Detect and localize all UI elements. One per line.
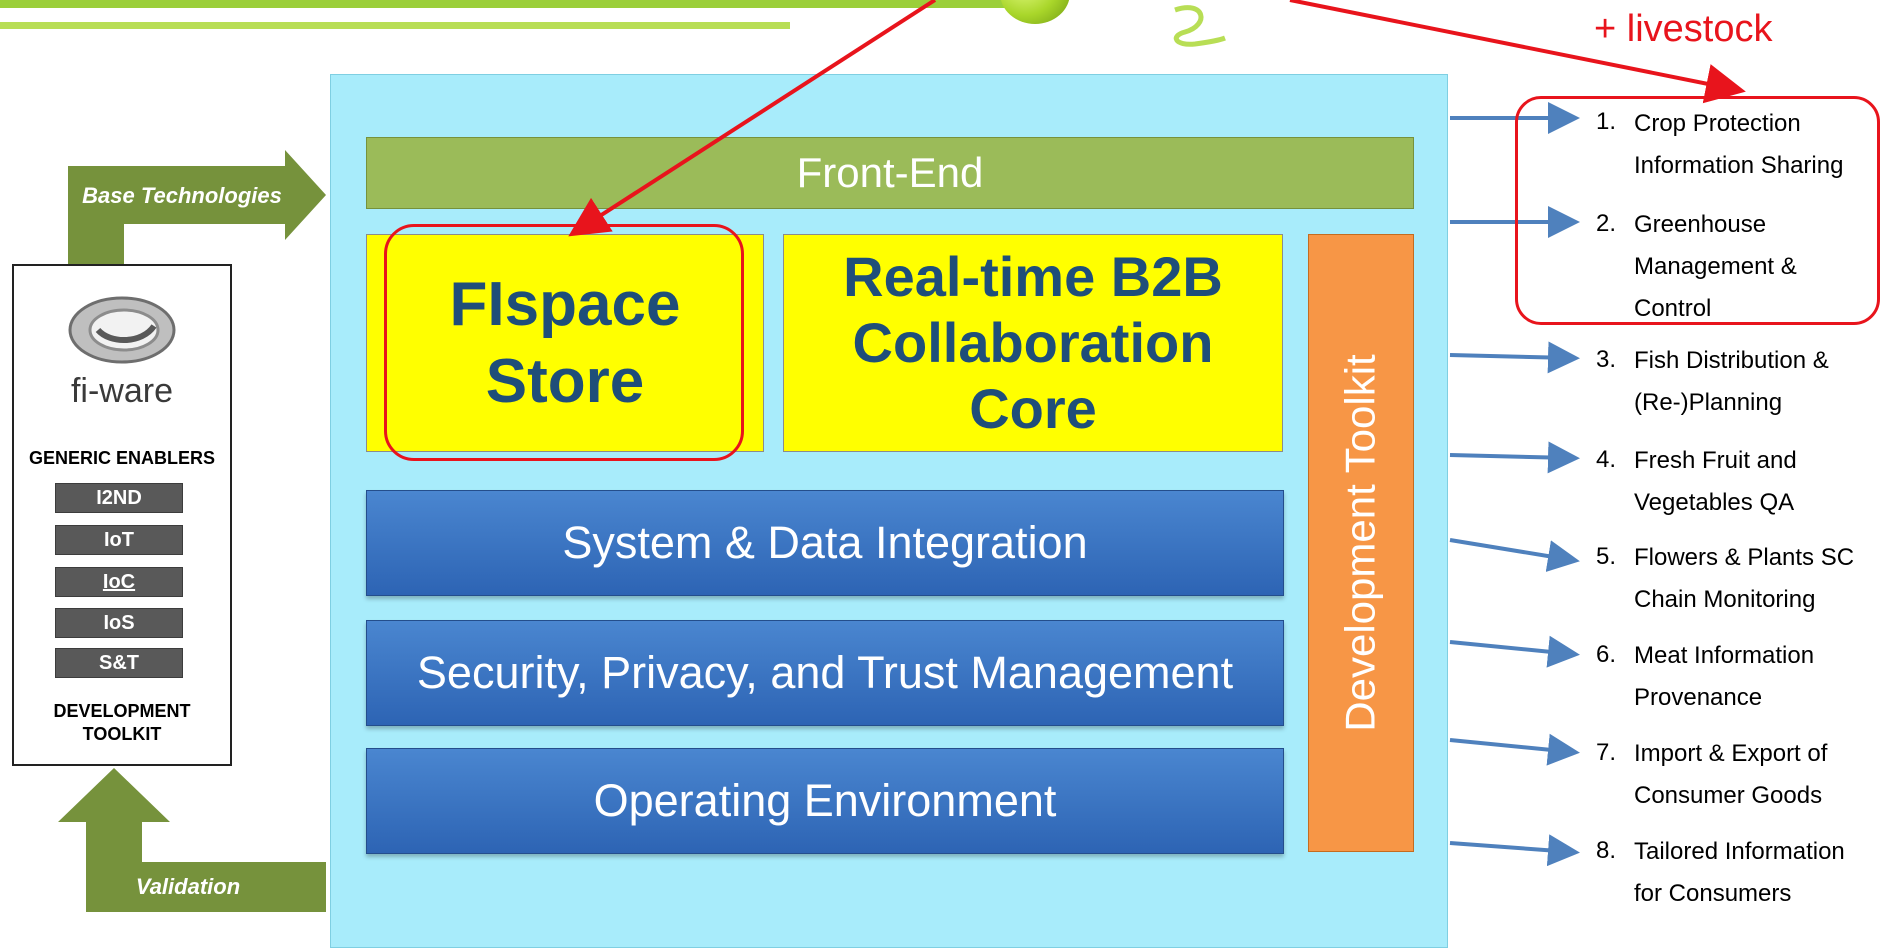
- generic-enablers-title: GENERIC ENABLERS: [28, 448, 216, 468]
- fiware-logo-icon: [68, 296, 176, 364]
- development-toolkit-bar: [1308, 234, 1414, 852]
- use-case-3-text: Fish Distribution & (Re-)Planning: [1634, 347, 1829, 416]
- fiware-logo-text: fi-ware: [70, 372, 174, 410]
- use-case-highlight: [1515, 96, 1880, 325]
- front-end-layer: Front-End: [366, 137, 1414, 209]
- swirl-icon: [1173, 5, 1226, 47]
- security-privacy-trust-layer: Security, Privacy, and Trust Management: [366, 620, 1284, 726]
- fiware-development-toolkit-label: DEVELOPMENT TOOLKIT: [53, 701, 191, 744]
- validation-label: Validation: [135, 874, 241, 899]
- livestock-note: + livestock: [1594, 8, 1773, 50]
- use-case-1-text: Crop Protection Information Sharing: [1634, 110, 1844, 179]
- use-case-6-text: Meat Information Provenance: [1634, 642, 1815, 711]
- b2b-collaboration-core-box: Real-time B2B Collaboration Core: [783, 234, 1283, 452]
- use-case-4-text: Fresh Fruit and Vegetables QA: [1634, 447, 1797, 516]
- fispace-store-highlight: [384, 224, 744, 461]
- fispace-store-box: FIspace Store: [366, 234, 764, 452]
- use-case-7-text: Import & Export of Consumer Goods: [1634, 740, 1828, 809]
- enabler-ioc: IoC: [55, 567, 183, 597]
- enabler-iot: IoT: [55, 525, 183, 555]
- header-accent-line-secondary: [0, 22, 790, 29]
- green-flow-arrows: [58, 150, 326, 912]
- use-case-3-number: 3.: [1596, 346, 1617, 373]
- use-case-6-number: 6.: [1596, 641, 1617, 668]
- use-case-8-number: 8.: [1596, 837, 1617, 864]
- use-case-2-number: 2.: [1596, 210, 1617, 237]
- use-case-5-number: 5.: [1596, 543, 1617, 570]
- use-case-4-number: 4.: [1596, 446, 1617, 473]
- enabler-ios: IoS: [55, 608, 183, 638]
- base-technologies-label: Base Technologies: [82, 183, 282, 208]
- system-data-integration-layer: System & Data Integration: [366, 490, 1284, 596]
- enabler-i2nd: I2ND: [55, 483, 183, 513]
- use-case-1-number: 1.: [1596, 108, 1617, 135]
- use-case-7-number: 7.: [1596, 739, 1617, 766]
- operating-environment-layer: Operating Environment: [366, 748, 1284, 854]
- enabler-s-and-t: S&T: [55, 648, 183, 678]
- use-case-5-text: Flowers & Plants SC Chain Monitoring: [1634, 544, 1855, 613]
- use-case-2-text: Greenhouse Management & Control: [1634, 211, 1797, 322]
- header-accent-line: [0, 0, 1010, 8]
- use-case-8-text: Tailored Information for Consumers: [1634, 838, 1845, 907]
